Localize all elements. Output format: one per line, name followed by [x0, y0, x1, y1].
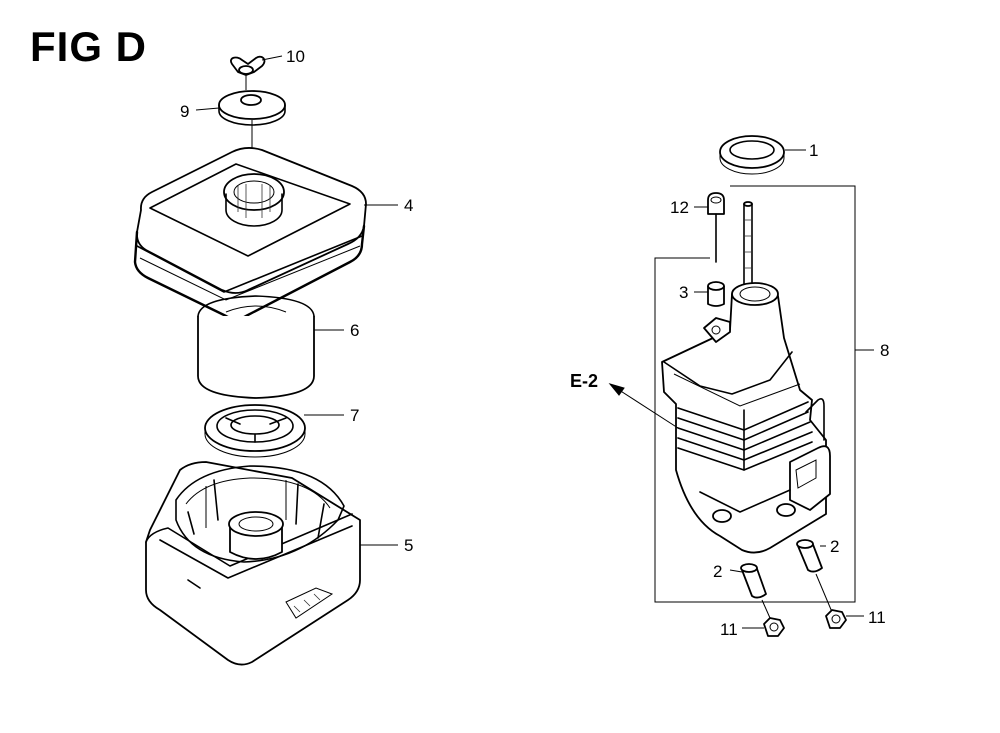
part-4-air-cleaner-cover — [133, 147, 398, 321]
part-8-elbow-body — [608, 201, 831, 554]
part-6-filter-element — [197, 295, 344, 399]
part-10-wing-nut — [230, 55, 266, 90]
callout-9: 9 — [180, 102, 190, 121]
part-3-collar — [694, 281, 725, 307]
callout-2-right: 2 — [830, 537, 840, 556]
reference-e2: E-2 — [570, 371, 599, 391]
part-8-bracket-frame — [654, 185, 874, 603]
callout-1: 1 — [809, 141, 819, 160]
part-7-grid-plate — [204, 404, 344, 458]
callout-5: 5 — [404, 536, 414, 555]
callout-7: 7 — [350, 406, 360, 425]
part-12-bolt — [694, 192, 725, 263]
callout-4: 4 — [404, 196, 414, 215]
callout-8: 8 — [880, 341, 890, 360]
callout-11-right: 11 — [868, 608, 886, 627]
callout-6: 6 — [350, 321, 360, 340]
part-9-seal-washer — [218, 90, 286, 166]
part-2-dowel-pin-right — [796, 539, 833, 613]
figure-title: FIG D — [30, 23, 147, 70]
part-11-nut-right — [825, 609, 864, 629]
part-5-air-cleaner-case — [145, 461, 398, 666]
callout-10: 10 — [286, 47, 305, 66]
callout-3: 3 — [679, 283, 689, 302]
part-1-gasket — [719, 135, 806, 175]
part-11-nut-left — [742, 617, 785, 637]
callout-11-left: 11 — [720, 620, 738, 639]
leader-10 — [261, 55, 283, 61]
callout-2-left: 2 — [713, 562, 723, 581]
part-2-dowel-pin-left — [729, 563, 771, 619]
callout-12: 12 — [670, 198, 689, 217]
leader-9 — [195, 107, 220, 111]
